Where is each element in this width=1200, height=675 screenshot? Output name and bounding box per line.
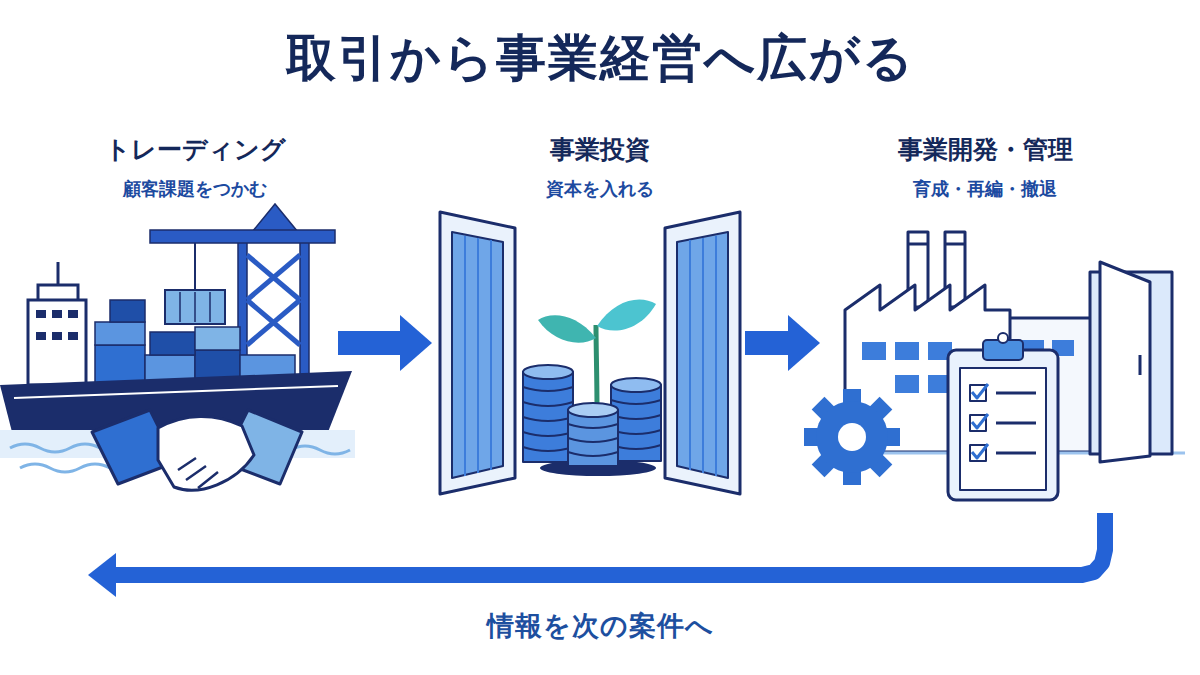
harbor-crane	[247, 300, 300, 345]
clipboard	[948, 350, 1058, 500]
coin-stack	[523, 365, 573, 379]
flow-arrow	[745, 331, 788, 355]
factory-windows	[862, 342, 886, 360]
harbor-crane	[252, 204, 298, 232]
clipboard	[948, 333, 1058, 500]
handshake	[178, 458, 218, 488]
factory-windows	[895, 342, 919, 360]
left-door-panel	[452, 232, 503, 478]
harbor-crane	[247, 300, 300, 345]
stage-subtitle: 育成・再編・撤退	[820, 177, 1150, 200]
harbor-crane	[247, 255, 300, 300]
gear	[838, 423, 866, 451]
right-door	[665, 212, 740, 494]
right-door-panel	[677, 232, 728, 478]
harbor-crane	[209, 292, 211, 322]
clipboard	[996, 393, 1036, 453]
gear	[804, 389, 900, 485]
stage-node: 事業投資資本を入れる	[432, 128, 745, 508]
harbor-crane	[150, 230, 335, 243]
containers	[110, 300, 145, 322]
water	[20, 464, 110, 472]
door-stripes	[465, 236, 491, 476]
stage-node: 事業開発・管理育成・再編・撤退	[820, 128, 1182, 513]
left-door	[440, 212, 515, 494]
node-text-group: 事業開発・管理育成・再編・撤退	[820, 128, 1150, 200]
stage-subtitle: 資本を入れる	[432, 177, 768, 200]
ship-bridge	[28, 262, 86, 385]
stage-heading: 事業投資	[432, 134, 768, 167]
node-text-group: 事業投資資本を入れる	[432, 128, 768, 200]
containers	[95, 345, 145, 385]
harbor-crane	[247, 255, 300, 300]
investment-scene	[440, 212, 740, 494]
harbor-crane	[179, 292, 181, 322]
factory-windows	[895, 375, 919, 393]
door-stripes	[690, 236, 716, 476]
containers	[150, 332, 195, 355]
clipboard	[998, 333, 1008, 343]
sprout	[538, 315, 596, 342]
harbor-crane	[194, 292, 196, 322]
ship-bridge	[68, 310, 78, 318]
stage-node: トレーディング顧客課題をつかむ	[88, 128, 338, 588]
clipboard	[972, 384, 988, 458]
harbor-crane	[194, 243, 196, 290]
clipboard	[960, 368, 1046, 490]
ship-bridge	[52, 310, 62, 318]
stage-subtitle: 顧客課題をつかむ	[88, 177, 302, 200]
cargo-ship-scene	[0, 204, 355, 490]
flow-arrow	[116, 513, 1105, 575]
water	[10, 444, 100, 452]
coin-stack	[523, 365, 573, 462]
ship-bridge	[36, 332, 46, 340]
containers	[195, 327, 240, 350]
business-scene	[804, 232, 1185, 500]
ship-bridge	[52, 332, 62, 340]
handshake	[158, 416, 254, 490]
diagram-title: 取引から事業経営へ広がる	[0, 28, 1200, 88]
gear	[816, 401, 888, 473]
coin-stack	[568, 424, 618, 456]
coin-stack	[568, 403, 618, 466]
flow-arrow	[338, 331, 400, 355]
stage-heading: 事業開発・管理	[820, 134, 1150, 167]
edge-label: 情報を次の案件へ	[300, 608, 900, 643]
coin-stack	[523, 387, 573, 451]
hull-stripe	[14, 386, 338, 398]
sprout	[597, 299, 656, 330]
handshake	[92, 410, 302, 490]
open-door	[1100, 262, 1150, 462]
coin-stack	[523, 372, 573, 462]
ship-bridge	[68, 332, 78, 340]
chimney-band	[908, 243, 965, 246]
node-text-group: トレーディング顧客課題をつかむ	[88, 128, 302, 200]
stage-heading: トレーディング	[88, 134, 302, 167]
coin-stack	[611, 378, 661, 392]
coin-stack	[568, 403, 618, 417]
coin-stack	[568, 410, 618, 466]
containers	[95, 300, 295, 385]
containers	[95, 322, 145, 345]
ship-bridge	[28, 300, 86, 385]
sprout	[596, 325, 597, 412]
sprout	[538, 299, 656, 412]
door-handle	[1139, 355, 1142, 375]
water	[290, 446, 350, 454]
harbor-crane	[300, 235, 309, 385]
harbor-crane	[165, 290, 225, 324]
ship-bridge	[36, 310, 46, 318]
ship-bridge	[57, 262, 60, 287]
